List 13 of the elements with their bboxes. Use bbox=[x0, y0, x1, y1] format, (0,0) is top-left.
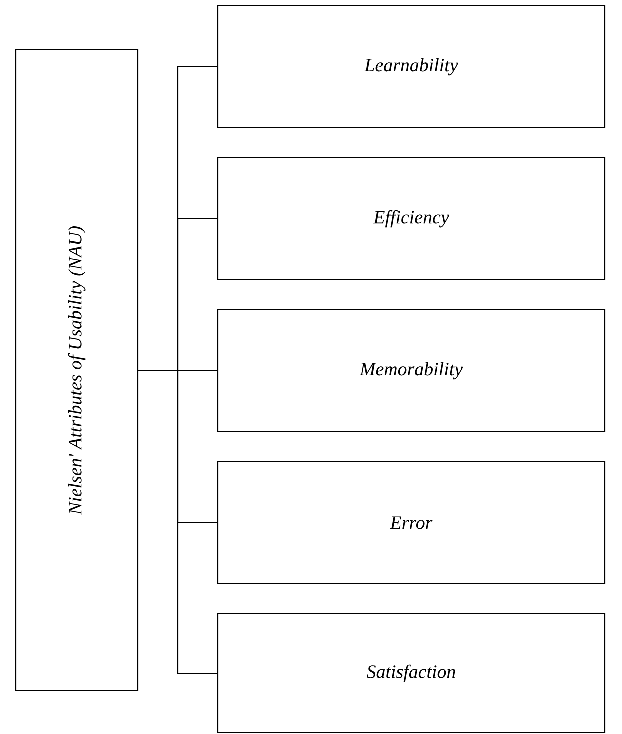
attribute-box bbox=[217, 5, 606, 129]
box-label: Nielsen' Attributes of Usability (NAU) bbox=[68, 226, 86, 516]
attribute-box bbox=[217, 309, 606, 433]
attribute-box bbox=[217, 157, 606, 281]
attribute-box bbox=[217, 613, 606, 734]
box-label: Satisfaction bbox=[367, 664, 456, 682]
attribute-box bbox=[15, 49, 139, 692]
box-label: Efficiency bbox=[373, 210, 450, 228]
box-label: Learnability bbox=[364, 58, 458, 76]
box-label: Memorability bbox=[360, 362, 464, 380]
connector-line bbox=[138, 370, 218, 674]
attribute-box bbox=[217, 461, 606, 585]
box-label: Error bbox=[390, 516, 433, 530]
